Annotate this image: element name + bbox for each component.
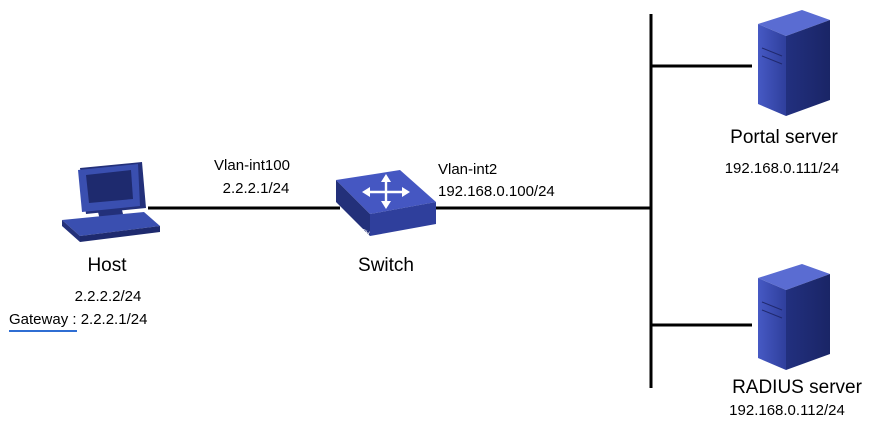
switch-name: Switch: [358, 255, 414, 276]
radius-server-name: RADIUS server: [732, 377, 862, 398]
vlan-int2-ip: 192.168.0.100/24: [438, 183, 555, 200]
vlan-int100-label: Vlan-int100: [214, 157, 290, 174]
host-ip: 2.2.2.2/24: [74, 288, 142, 305]
server-icon: [758, 10, 830, 116]
vlan-int100-ip: 2.2.2.1/24: [222, 180, 290, 197]
vlan-int2-label: Vlan-int2: [438, 161, 498, 178]
portal-server-ip: 192.168.0.111/24: [724, 160, 840, 177]
pc-icon: [62, 162, 160, 242]
radius-server-ip: 192.168.0.112/24: [729, 402, 845, 419]
gateway-value: 2.2.2.1/24: [76, 311, 148, 328]
server-icon: [758, 264, 830, 370]
host-name: Host: [87, 255, 127, 276]
gateway-key: Gateway :: [9, 311, 77, 332]
switch-icon: SWITCH: [336, 170, 436, 237]
network-links: [148, 14, 752, 388]
portal-server-name: Portal server: [730, 127, 838, 148]
host-gateway: Gateway : 2.2.2.1/24: [9, 311, 148, 332]
